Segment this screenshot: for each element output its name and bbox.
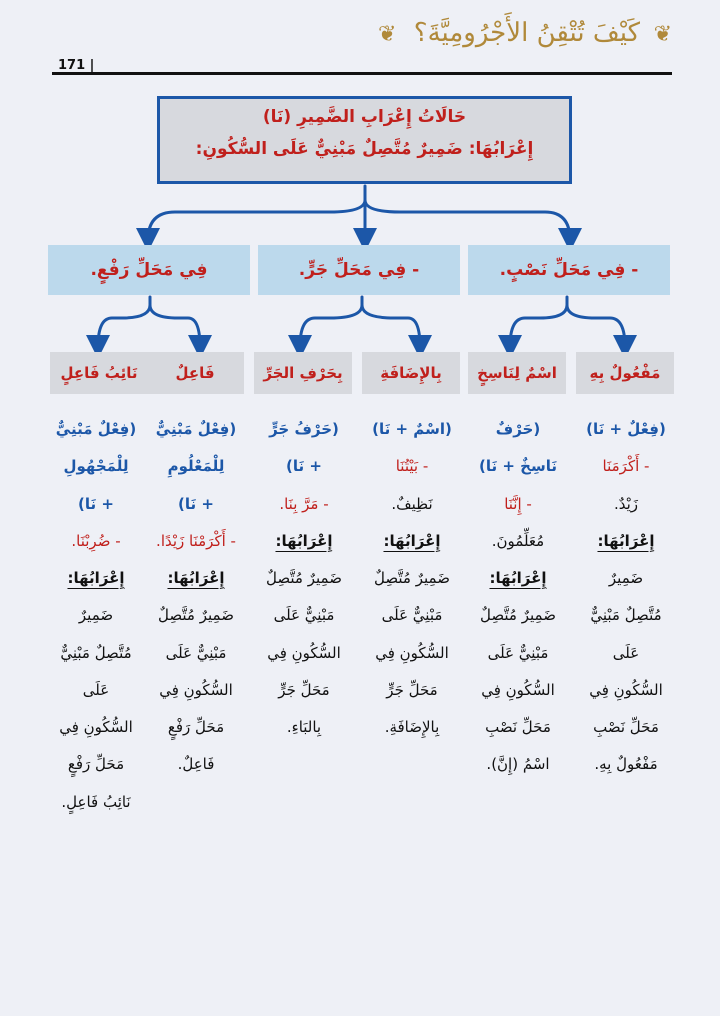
column-naib-fail: (فِعْلٌ مَبْنِيٌّ لِلْمَجْهُولِ + نَا) -… <box>46 418 146 828</box>
irab-line: ضَمِيرٌ مُتَّصِلٌ <box>266 569 342 587</box>
irab-label: إِعْرَابُهَا: <box>597 531 655 550</box>
subcase-idafa: بِالإِضَافَةِ <box>362 352 460 394</box>
connector-to-mafool <box>565 303 637 359</box>
formula-line: + نَا) <box>286 457 322 476</box>
irab-line: عَلَى <box>612 643 640 662</box>
irab-line: مَحَلِّ رَفْعٍ <box>167 718 225 736</box>
wheat-ornament-icon: ❦ <box>653 22 672 47</box>
formula-line: + نَا) <box>178 494 214 513</box>
formula-line: (فِعْلٌ + نَا) <box>586 420 666 438</box>
example-rest-line: نَظِيفٌ. <box>391 494 433 513</box>
irab-label: إِعْرَابُهَا: <box>383 531 441 550</box>
main-title: حَالَاتُ إِعْرَابِ الضَّمِيرِ (نَا) <box>262 107 467 127</box>
connector-to-fail <box>148 303 212 359</box>
irab-line: مَبْنِيٌّ عَلَى <box>165 643 227 662</box>
subcase-naib-fail: نَائِبُ فَاعِلٍ <box>50 352 148 394</box>
column-fail: (فِعْلٌ مَبْنِيٌّ لِلْمَعْلُومِ + نَا) -… <box>146 418 246 791</box>
formula-line: (اسْمٌ + نَا) <box>372 420 452 438</box>
irab-line: مَفْعُولٌ بِهِ. <box>594 755 658 774</box>
irab-line: مَحَلِّ رَفْعٍ <box>67 755 125 774</box>
irab-line: مَبْنِيٌّ عَلَى <box>487 643 549 662</box>
irab-line: السُّكُونِ فِي <box>267 643 341 662</box>
irab-line: ضَمِيرٌ <box>78 606 114 625</box>
case-raf: فِي مَحَلِّ رَفْعٍ. <box>48 245 250 295</box>
book-title: كَيْفَ تُتْقِنُ الأَجْرُومِيَّةَ؟ <box>413 18 640 48</box>
main-description: إِعْرَابُهَا: ضَمِيرٌ مُتَّصِلٌ مَبْنِيٌ… <box>195 139 534 159</box>
column-ism-nasikh: (حَرْفٌ نَاسِخٌ + نَا) - إِنَّنَا مُعَلِ… <box>468 418 568 791</box>
connector-to-idafa <box>360 303 432 359</box>
connector-to-case-nasb <box>363 198 582 252</box>
example-line: - ضُرِبْنَا. <box>71 531 121 550</box>
irab-line: نَائِبُ فَاعِلٍ. <box>61 792 131 811</box>
irab-line: مَبْنِيٌّ عَلَى <box>381 606 443 625</box>
formula-line: نَاسِخٌ + نَا) <box>479 457 557 476</box>
irab-line: ضَمِيرٌ مُتَّصِلٌ <box>374 569 450 587</box>
irab-line: ضَمِيرٌ <box>608 569 644 587</box>
irab-label: إِعْرَابُهَا: <box>489 569 547 587</box>
irab-line: مَحَلِّ نَصْبِ <box>593 718 659 736</box>
irab-line: ضَمِيرٌ مُتَّصِلٌ <box>158 606 234 625</box>
irab-line: مَبْنِيٌّ عَلَى <box>273 606 335 625</box>
irab-line: مُتَّصِلٌ مَبْنِيٌّ <box>590 606 662 625</box>
connector-to-naib-fail <box>86 303 152 359</box>
wheat-ornament-icon: ❦ <box>378 22 397 47</box>
formula-line: (فِعْلٌ مَبْنِيٌّ <box>55 420 137 438</box>
main-title-box: حَالَاتُ إِعْرَابِ الضَّمِيرِ (نَا) إِعْ… <box>157 96 572 184</box>
irab-line: السُّكُونِ فِي <box>59 718 133 736</box>
irab-line: السُّكُونِ فِي <box>481 680 555 699</box>
irab-label: إِعْرَابُهَا: <box>275 531 333 550</box>
connector-to-ism-nasikh <box>498 303 569 359</box>
example-line: - بَيْتُنَا <box>395 457 429 476</box>
formula-line: (فِعْلٌ مَبْنِيٌّ <box>155 420 237 438</box>
formula-line: لِلْمَجْهُولِ <box>63 457 129 476</box>
irab-line: السُّكُونِ فِي <box>589 680 663 699</box>
column-harf-jarr: (حَرْفُ جَرٍّ + نَا) - مَرَّ بِنَا. إِعْ… <box>254 418 354 753</box>
irab-line: عَلَى <box>82 680 110 699</box>
example-line: - إِنَّنَا <box>504 494 532 513</box>
irab-line: مَحَلِّ نَصْبِ <box>485 718 551 736</box>
formula-line: + نَا) <box>78 494 114 513</box>
irab-line: اسْمُ (إِنَّ). <box>486 755 550 774</box>
irab-line: بِالبَاءِ. <box>286 718 322 736</box>
header-divider <box>52 72 672 75</box>
subcase-ism-nasikh: اسْمٌ لِنَاسِخٍ <box>468 352 566 394</box>
page-number: 171 | <box>58 58 95 73</box>
subcase-mafool-bih: مَفْعُولٌ بِهِ <box>576 352 674 394</box>
example-rest-line: زَيْدٌ. <box>613 494 639 513</box>
irab-line: السُّكُونِ فِي <box>159 680 233 699</box>
irab-line: فَاعِلٌ. <box>177 755 215 774</box>
formula-line: (حَرْفُ جَرٍّ <box>269 420 339 438</box>
column-idafa: (اسْمٌ + نَا) - بَيْتُنَا نَظِيفٌ. إِعْر… <box>362 418 462 753</box>
irab-line: مُتَّصِلٌ مَبْنِيٌّ <box>60 643 132 662</box>
irab-line: السُّكُونِ فِي <box>375 643 449 662</box>
example-line: - أَكْرَمْنَا زَيْدًا. <box>156 531 236 550</box>
irab-label: إِعْرَابُهَا: <box>167 569 225 587</box>
example-line: - مَرَّ بِنَا. <box>279 494 329 513</box>
irab-label: إِعْرَابُهَا: <box>67 569 125 587</box>
case-nasb: - فِي مَحَلِّ نَصْبٍ. <box>468 245 670 295</box>
subcase-harf-jarr: بِحَرْفِ الجَرِّ <box>254 352 352 394</box>
irab-line: مَحَلِّ جَرٍّ <box>386 680 438 699</box>
example-line: - أَكْرَمَنَا <box>602 457 650 476</box>
connector-to-case-raf <box>136 198 367 252</box>
case-jarr: - فِي مَحَلِّ جَرٍّ. <box>258 245 460 295</box>
subcase-fail: فَاعِلٌ <box>146 352 244 394</box>
irab-line: ضَمِيرٌ مُتَّصِلٌ <box>480 606 556 625</box>
irab-line: مَحَلِّ جَرٍّ <box>278 680 330 699</box>
example-rest-line: مُعَلِّمُونَ. <box>491 531 545 550</box>
formula-line: (حَرْفٌ <box>495 420 541 438</box>
connector-to-harf-jarr <box>288 303 364 359</box>
irab-line: بِالإِضَافَةِ. <box>384 718 440 736</box>
column-mafool-bih: (فِعْلٌ + نَا) - أَكْرَمَنَا زَيْدٌ. إِع… <box>576 418 676 791</box>
formula-line: لِلْمَعْلُومِ <box>167 457 225 476</box>
